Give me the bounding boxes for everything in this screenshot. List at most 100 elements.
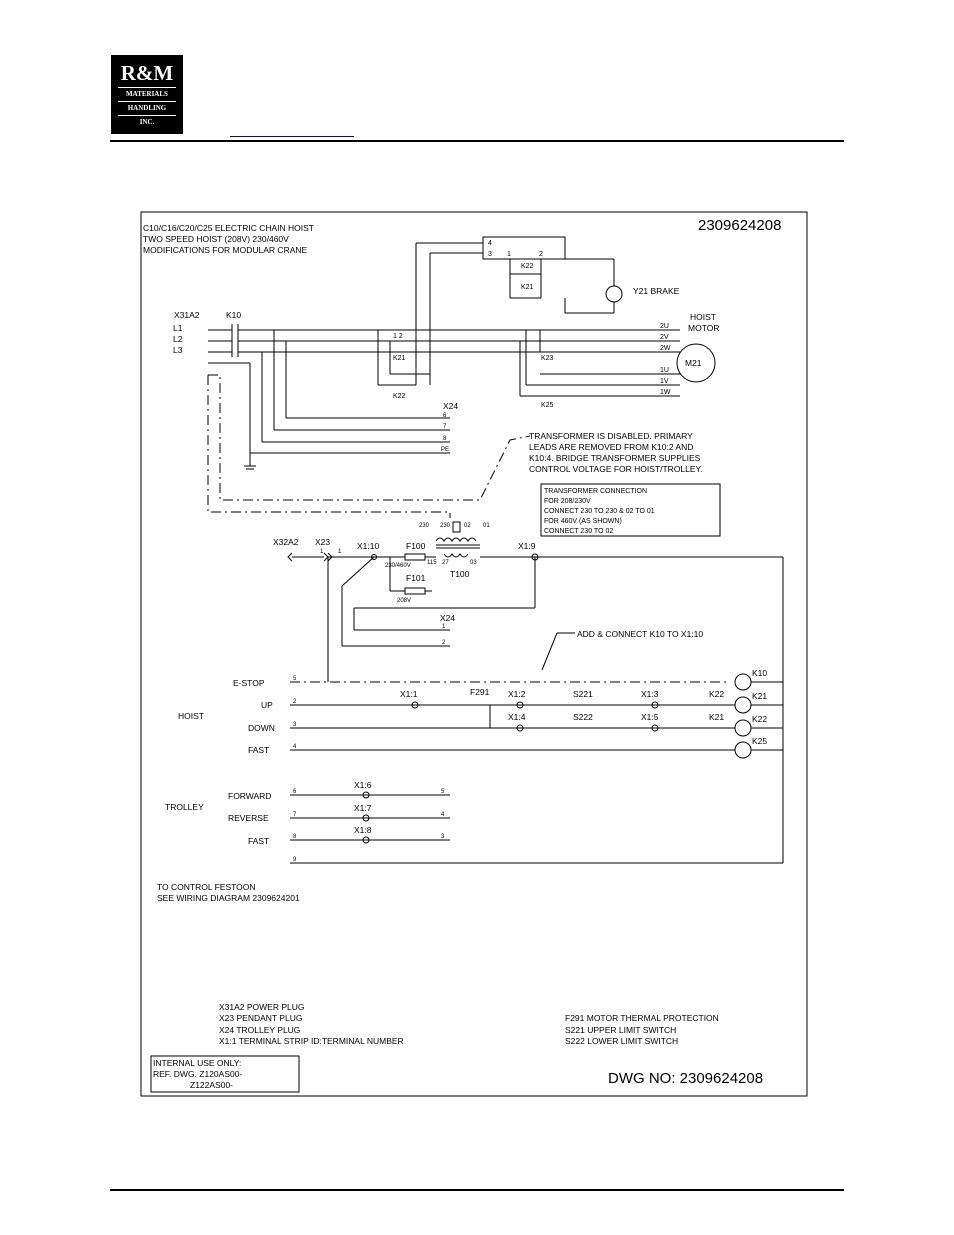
- x1-3-label: X1:3: [641, 689, 659, 699]
- drawing-frame: [140, 211, 808, 1097]
- x1-5-label: X1:5: [641, 712, 659, 722]
- logo-text-inc: INC.: [139, 118, 155, 126]
- k25-label: K25: [541, 402, 554, 409]
- x1-6-label: X1:6: [354, 780, 372, 790]
- x24-label-bottom: X24: [440, 613, 455, 623]
- k23-label: K23: [541, 355, 554, 362]
- fuse-v2: 208V: [397, 598, 411, 604]
- svg-text:1 2: 1 2: [393, 333, 403, 340]
- coil-k22: [734, 719, 752, 737]
- tx-box-5: CONNECT 230 TO 02: [544, 528, 613, 535]
- s221-label: S221: [573, 689, 593, 699]
- term-1u: 1U: [660, 367, 669, 374]
- fuse-f100: [404, 553, 426, 561]
- k10-note: ADD & CONNECT K10 TO X1:10: [577, 629, 703, 639]
- hoist-motor: [676, 343, 716, 383]
- internal-2: REF. DWG. Z120AS00-: [153, 1069, 242, 1079]
- svg-text:1: 1: [507, 251, 511, 258]
- motor-label-2: MOTOR: [688, 323, 719, 333]
- dwg-no: DWG NO: 2309624208: [608, 1070, 763, 1087]
- tx-pin-03: 03: [470, 560, 477, 566]
- svg-text:2: 2: [293, 699, 297, 705]
- legend-right-1: F291 MOTOR THERMAL PROTECTION: [565, 1013, 719, 1023]
- term-2v: 2V: [660, 334, 669, 341]
- fuse-v1: 230/460V: [385, 563, 411, 569]
- legend-left-2: X23 PENDANT PLUG: [219, 1013, 302, 1023]
- func-fast-trolley: FAST: [248, 836, 269, 846]
- x1-1-label: X1:1: [400, 689, 418, 699]
- company-logo: R&M MATERIALS HANDLING INC.: [111, 55, 183, 134]
- brake-k22-label: K22: [521, 263, 534, 270]
- x23-label-top: X23: [315, 537, 330, 547]
- k10-label-top: K10: [226, 310, 241, 320]
- x1-9-label: X1:9: [518, 541, 536, 551]
- term-2u: 2U: [660, 323, 669, 330]
- tx-pin-27: 27: [442, 560, 449, 566]
- func-up: UP: [261, 700, 273, 710]
- transformer-note-1: TRANSFORMER IS DISABLED. PRIMARY: [529, 431, 693, 441]
- title-line-3: MODIFICATIONS FOR MODULAR CRANE: [143, 245, 308, 255]
- header-link[interactable]: [230, 136, 354, 137]
- internal-3: Z122AS00-: [190, 1080, 233, 1090]
- func-forward: FORWARD: [228, 791, 271, 801]
- func-down: DOWN: [248, 723, 275, 733]
- x24-pin-pe: PE: [441, 447, 449, 453]
- svg-text:2: 2: [539, 251, 543, 258]
- header-rule: [110, 140, 844, 142]
- tx-tap-02: 02: [464, 523, 471, 529]
- tx-tap-01: 01: [483, 523, 490, 529]
- phase-l2: L2: [173, 334, 183, 344]
- brake-rectifier-box: [482, 236, 566, 260]
- festoon-note-2: SEE WIRING DIAGRAM 2309624201: [157, 893, 300, 903]
- x1-2-label: X1:2: [508, 689, 526, 699]
- k22-label-a: K22: [393, 393, 406, 400]
- trolley-label: TROLLEY: [165, 802, 204, 812]
- t100-label: T100: [450, 569, 470, 579]
- x1-7-label: X1:7: [354, 803, 372, 813]
- term-1v: 1V: [660, 378, 669, 385]
- tx-box-3: CONNECT 230 TO 230 & 02 TO 01: [544, 508, 655, 515]
- transformer-note-4: CONTROL VOLTAGE FOR HOIST/TROLLEY.: [529, 464, 703, 474]
- func-estop: E-STOP: [233, 678, 265, 688]
- svg-text:4: 4: [441, 812, 445, 818]
- k21-label-a: K21: [393, 355, 406, 362]
- motor-id: M21: [685, 358, 702, 368]
- tx-box-1: TRANSFORMER CONNECTION: [544, 488, 647, 495]
- transformer-connection-box: [540, 483, 721, 537]
- f101-label: F101: [406, 573, 426, 583]
- x32a2-label: X32A2: [273, 537, 299, 547]
- fuse-f101: [404, 587, 426, 595]
- svg-text:7: 7: [293, 812, 297, 818]
- svg-text:3: 3: [488, 251, 492, 258]
- svg-text:1: 1: [338, 549, 342, 555]
- svg-text:8: 8: [293, 834, 297, 840]
- tx-tap-230b: 230: [440, 523, 451, 529]
- title-line-2: TWO SPEED HOIST (208V) 230/460V: [143, 234, 289, 244]
- internal-use-box: [150, 1055, 300, 1093]
- func-fast-hoist: FAST: [248, 745, 269, 755]
- motor-label-1: HOIST: [690, 312, 716, 322]
- x24-pin-1: 1: [442, 624, 446, 630]
- transformer-note-2: LEADS ARE REMOVED FROM K10:2 AND: [529, 442, 693, 452]
- coil-k21-label: K21: [752, 691, 767, 701]
- func-reverse: REVERSE: [228, 813, 269, 823]
- logo-text-materials: MATERIALS: [126, 90, 168, 98]
- x1-8-label: X1:8: [354, 825, 372, 835]
- legend-left-1: X31A2 POWER PLUG: [219, 1002, 305, 1012]
- drawing-number-top: 2309624208: [698, 217, 781, 234]
- svg-text:4: 4: [293, 744, 297, 750]
- x24-pin-2: 2: [442, 640, 446, 646]
- footer-rule: [110, 1189, 844, 1191]
- k21-interlock-label: K21: [709, 712, 724, 722]
- coil-k25-label: K25: [752, 736, 767, 746]
- x24-label-top: X24: [443, 401, 458, 411]
- x1-4-label: X1:4: [508, 712, 526, 722]
- legend-right-2: S221 UPPER LIMIT SWITCH: [565, 1025, 676, 1035]
- coil-k21: [734, 696, 752, 714]
- svg-text:9: 9: [293, 857, 297, 863]
- legend-left-3: X24 TROLLEY PLUG: [219, 1025, 300, 1035]
- logo-text-handling: HANDLING: [127, 104, 167, 112]
- tx-box-2: FOR 208/230V: [544, 498, 591, 505]
- x24-pin-7: 7: [443, 424, 447, 430]
